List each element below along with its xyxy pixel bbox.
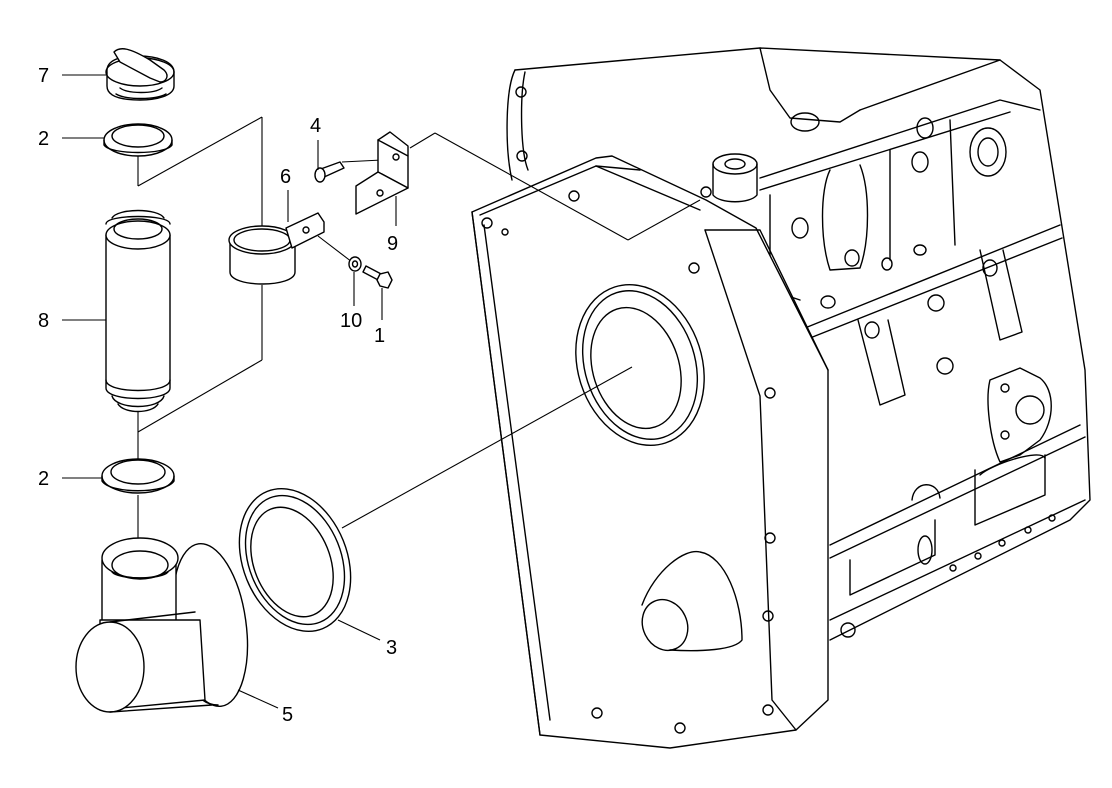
callout-2-bottom: 2 [38,468,49,490]
part-9-bracket [355,131,409,215]
part-10-washer [348,256,362,272]
callout-10: 10 [340,310,362,332]
timing-cover [471,155,829,749]
callout-leaders [62,74,397,709]
part-8-tube [105,209,171,413]
part-7-filler-cap [105,48,175,101]
part-3-shaft-seal [238,487,352,633]
part-2-seal-ring-top [103,123,173,157]
part-2-seal-ring-bottom [101,458,175,494]
callout-7: 7 [38,65,49,87]
callout-3: 3 [386,637,397,659]
callout-4: 4 [310,115,321,137]
callout-9: 9 [387,233,398,255]
engine-block [506,47,1091,641]
callout-8: 8 [38,310,49,332]
callout-6: 6 [280,166,291,188]
part-5-elbow-housing [75,537,249,713]
part-4-screw [314,161,345,183]
leader-lines [137,116,701,548]
callout-1: 1 [374,325,385,347]
callout-2-top: 2 [38,128,49,150]
callout-5: 5 [282,704,293,726]
part-6-hose-clamp [228,212,325,285]
callout-labels: 7 2 8 2 4 6 9 10 1 3 5 [38,65,398,726]
part-1-bolt [362,265,393,289]
